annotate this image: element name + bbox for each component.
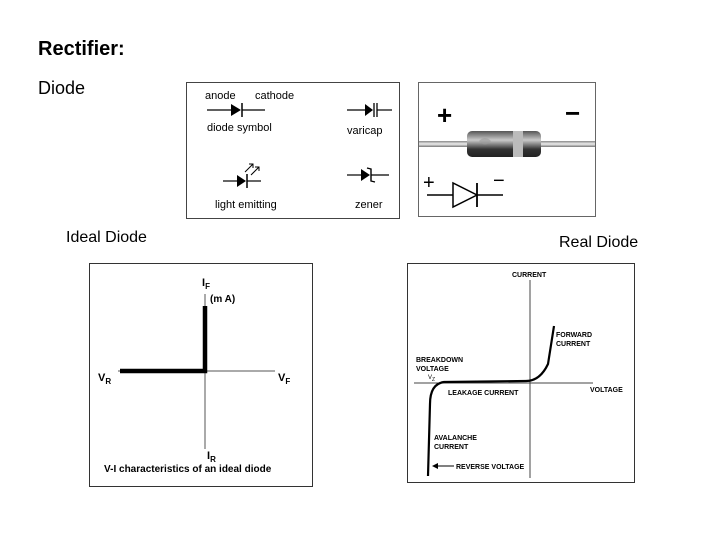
diode-photo-panel: + − + − — [418, 82, 596, 217]
cathode-label: cathode — [255, 90, 294, 102]
ideal-diode-caption: Ideal Diode — [66, 229, 147, 246]
ideal-characteristic-curve — [120, 306, 208, 374]
leakage-current-label: LEAKAGE CURRENT — [448, 390, 519, 397]
voltage-label: VOLTAGE — [590, 387, 623, 394]
minus-bottom-label: − — [493, 170, 505, 192]
ir-label: IR — [207, 450, 216, 464]
diode-component-image — [419, 131, 595, 157]
current-label: CURRENT — [512, 272, 547, 279]
diode-symbol-icon — [207, 103, 265, 117]
ideal-diode-graph-panel: IF (m A) VR VF IR V-I characteristics of… — [89, 263, 313, 487]
plus-top-label: + — [437, 100, 452, 130]
diode-schematic-icon — [427, 181, 503, 209]
zener-label: zener — [355, 199, 383, 211]
ideal-diode-graph: IF (m A) VR VF IR V-I characteristics of… — [98, 277, 290, 475]
avalanche-label-2: CURRENT — [434, 444, 469, 451]
diode-symbols-svg: anode cathode diode symbol varicap — [205, 90, 392, 211]
varicap-icon — [347, 103, 392, 117]
real-characteristic-curve — [426, 325, 556, 477]
diode-symbols-panel: anode cathode diode symbol varicap — [186, 82, 400, 219]
ideal-graph-footer: V-I characteristics of an ideal diode — [104, 464, 272, 475]
diode-photo-svg: + − + − — [419, 98, 595, 209]
ma-label: (m A) — [210, 294, 235, 305]
forward-current-label-1: FORWARD — [556, 332, 592, 339]
anode-label: anode — [205, 90, 236, 102]
breakdown-label-1: BREAKDOWN — [416, 357, 463, 364]
minus-top-label: − — [565, 98, 580, 128]
varicap-label: varicap — [347, 125, 382, 137]
real-diode-graph-panel: CURRENT FORWARD CURRENT BREAKDOWN VOLTAG… — [407, 263, 635, 483]
slide-title: Rectifier: — [38, 38, 125, 60]
real-diode-caption: Real Diode — [559, 234, 639, 251]
diode-symbol-label: diode symbol — [207, 122, 272, 134]
avalanche-label-1: AVALANCHE — [434, 435, 477, 442]
breakdown-label-2: VOLTAGE — [416, 366, 449, 373]
vz-label: VZ — [428, 375, 435, 383]
led-icon — [223, 163, 261, 188]
led-label: light emitting — [215, 199, 277, 211]
vf-label: VF — [278, 372, 290, 386]
zener-icon — [347, 167, 389, 183]
forward-current-label-2: CURRENT — [556, 341, 591, 348]
vr-label: VR — [98, 372, 111, 386]
real-diode-graph: CURRENT FORWARD CURRENT BREAKDOWN VOLTAG… — [414, 272, 623, 478]
slide-subtitle: Diode — [38, 78, 86, 98]
plus-bottom-label: + — [423, 172, 435, 194]
reverse-voltage-arrow-icon — [432, 463, 454, 469]
reverse-voltage-label: REVERSE VOLTAGE — [456, 464, 525, 471]
if-label: IF — [202, 277, 210, 291]
